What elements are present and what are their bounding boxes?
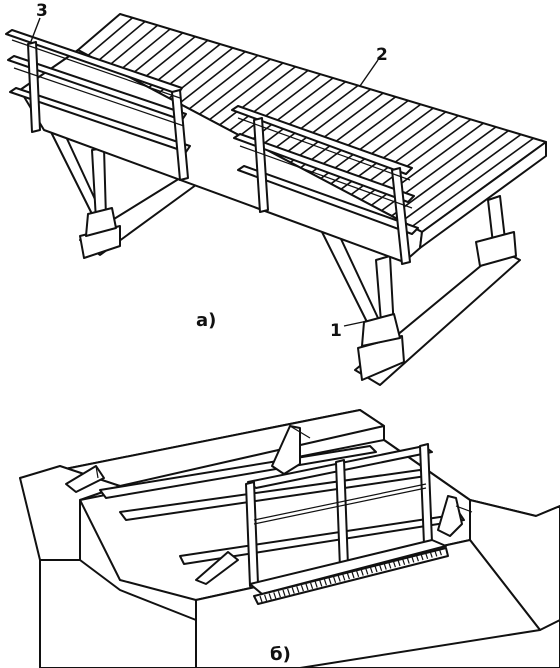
callout-1-label: 1 — [330, 321, 342, 341]
deck-slat — [259, 81, 347, 147]
platform-hatch-line — [369, 567, 373, 574]
platform-hatch-line — [268, 593, 272, 600]
deck-slat — [289, 92, 384, 164]
right-backrest — [231, 105, 419, 265]
deck-slat — [300, 96, 397, 169]
deck-slat — [239, 73, 321, 137]
platform-hatch-line — [319, 580, 323, 587]
callout-2-label: 2 — [376, 45, 388, 65]
platform-hatch-line — [296, 586, 300, 593]
deck-slat — [391, 130, 509, 217]
platform-hatch-line — [425, 552, 429, 559]
deck-slat — [269, 84, 359, 153]
platform-hatch-line — [291, 587, 295, 594]
platform-hatch-line — [434, 550, 438, 557]
platform-hatch-line — [300, 585, 304, 592]
deck-slat — [188, 54, 259, 110]
deck-slat — [310, 99, 409, 174]
platform-hatch-line — [383, 563, 387, 570]
deck-slat — [87, 17, 134, 56]
deck-slat — [401, 133, 522, 222]
deck-slat — [411, 137, 534, 228]
callout-1-leader — [343, 319, 373, 327]
platform-hatch-line — [328, 577, 332, 585]
deck-slats — [87, 17, 534, 228]
figure-b-pier: б) — [19, 409, 560, 668]
platform-hatch-line — [310, 582, 314, 589]
platform-hatch-line — [438, 549, 442, 556]
deck-slat — [97, 20, 146, 62]
bracket-right — [437, 495, 473, 537]
deck-slat — [128, 32, 184, 78]
platform-hatch-line — [379, 564, 383, 571]
platform-hatch-line — [406, 557, 410, 564]
deck-slat — [138, 35, 196, 83]
platform-hatch-line — [415, 555, 419, 562]
bracket-left — [65, 465, 105, 493]
deck-slat — [249, 77, 334, 142]
platform-hatch-line — [282, 589, 286, 597]
figure-a-caption: а) — [196, 310, 216, 331]
platform-hatch-line — [342, 574, 346, 581]
platform-hatch-line — [277, 591, 281, 598]
platform-hatch-line — [392, 561, 396, 568]
platform-hatch-line — [411, 556, 415, 563]
callout-2-leader — [359, 59, 379, 87]
platform-hatching — [259, 549, 442, 603]
platform-hatch-line — [402, 558, 406, 565]
platform-hatch-line — [346, 573, 350, 580]
platform-hatch-line — [360, 569, 364, 576]
deck-slat — [178, 51, 246, 105]
bracket-rear — [271, 425, 311, 475]
deck-slat — [330, 107, 434, 185]
deck-slat — [320, 103, 422, 180]
platform-hatch-line — [397, 559, 401, 567]
deck-slat — [107, 24, 159, 67]
platform-hatch-line — [314, 581, 318, 588]
bracket-front — [195, 551, 239, 585]
platform-hatch-line — [333, 576, 337, 583]
figure-b-caption: б) — [270, 644, 291, 665]
platform-hatch-line — [356, 570, 360, 577]
platform-hatch-line — [264, 594, 268, 601]
platform-hatch-line — [337, 575, 341, 582]
platform-hatch-line — [374, 565, 378, 573]
rear-leg-assembly — [475, 195, 517, 267]
figure-a-bench: 3 2 1 а) — [5, 1, 547, 386]
platform-hatch-line — [365, 568, 369, 575]
callout-3-leader — [29, 17, 41, 45]
left-backrest — [5, 29, 191, 181]
platform-hatch-line — [287, 588, 291, 595]
platform-hatch-line — [420, 553, 424, 561]
deck-slat — [209, 62, 284, 121]
deck-slat — [198, 58, 271, 115]
platform-hatch-line — [305, 583, 309, 591]
platform-hatch-line — [351, 571, 355, 579]
front-leg-assembly — [319, 223, 405, 381]
deck-side-edge — [419, 141, 547, 249]
platform-hatch-line — [388, 562, 392, 569]
deck-slat — [279, 88, 372, 158]
deck-slat — [219, 66, 296, 126]
platform-hatch-line — [323, 579, 327, 586]
platform-base — [249, 539, 447, 595]
deck-slat — [117, 28, 171, 73]
platform-hatch-line — [259, 595, 263, 603]
platform-hatch-line — [273, 592, 277, 599]
platform-hatch-line — [429, 551, 433, 558]
callout-3-label: 3 — [36, 1, 48, 21]
